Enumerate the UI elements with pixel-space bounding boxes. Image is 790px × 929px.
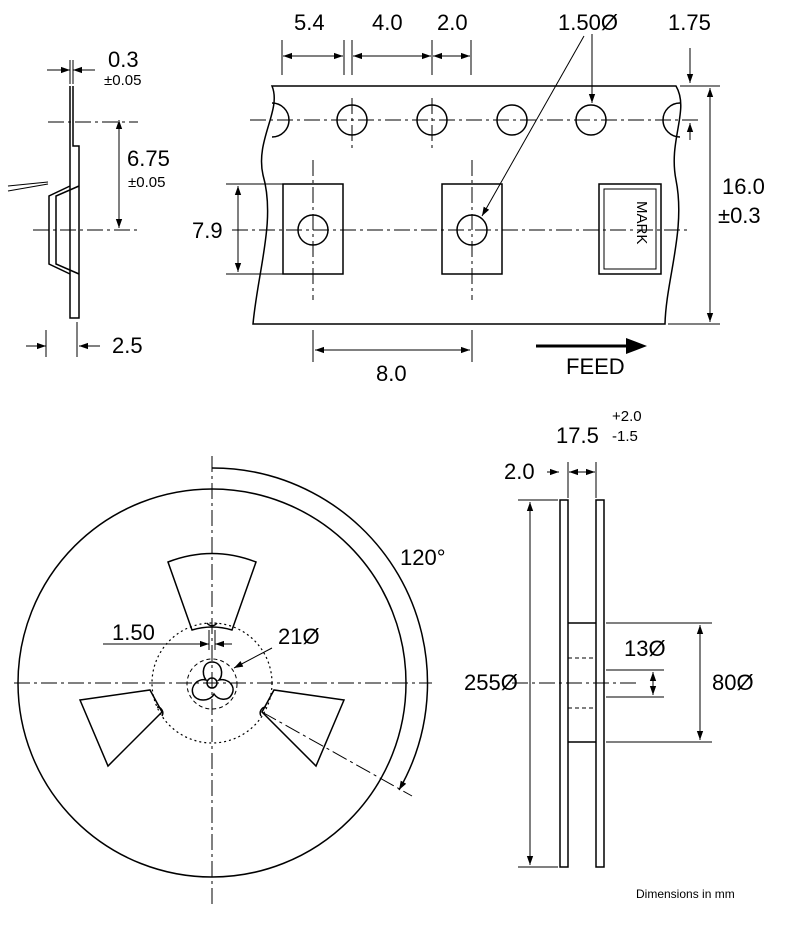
dim-tape-width-label: 16.0 xyxy=(722,174,765,199)
dim-pocket-pitch-label: 8.0 xyxy=(376,361,407,386)
dim-arbor-diameter-label: 13Ø xyxy=(624,636,666,661)
dim-reel-width-label: 17.5 xyxy=(556,423,599,448)
reel-side-view xyxy=(512,462,712,868)
dim-pocket-offset-tolerance: ±0.05 xyxy=(128,174,165,191)
dim-thickness-tolerance: ±0.05 xyxy=(104,72,141,89)
dim-reel-width-tol-minus: -1.5 xyxy=(612,428,638,445)
dim-depth-label: 2.5 xyxy=(112,333,143,358)
dim-sprocket-pitch-label: 4.0 xyxy=(372,10,403,35)
dim-tape-width-tolerance: ±0.3 xyxy=(718,203,761,228)
dim-hub-outer-diameter-label: 80Ø xyxy=(712,670,754,695)
mark-label: MARK xyxy=(633,201,650,244)
dim-thickness-label: 0.3 xyxy=(108,47,139,72)
dim-slot-width-label: 1.50 xyxy=(112,620,155,645)
dim-angle-label: 120° xyxy=(400,545,446,570)
dim-reel-width-tol-plus: +2.0 xyxy=(612,408,642,425)
dim-pocket-offset-label: 6.75 xyxy=(127,146,170,171)
reel-front-view xyxy=(14,456,432,905)
dim-hole-diameter-label: 1.50Ø xyxy=(558,10,618,35)
carrier-tape-top-view xyxy=(226,34,720,362)
dim-flange-label: 2.0 xyxy=(504,459,535,484)
dim-reel-diameter-label: 255Ø xyxy=(464,670,518,695)
units-note: Dimensions in mm xyxy=(636,887,735,901)
tape-side-profile xyxy=(7,60,138,357)
feed-label: FEED xyxy=(566,354,625,379)
dim-pocket-height-label: 7.9 xyxy=(192,218,223,243)
dim-hub-diameter-label: 21Ø xyxy=(278,624,320,649)
dim-sprocket-54-label: 5.4 xyxy=(294,10,325,35)
dim-sprocket-20-label: 2.0 xyxy=(437,10,468,35)
dim-edge-offset-label: 1.75 xyxy=(668,10,711,35)
feed-arrow-icon xyxy=(536,338,647,354)
